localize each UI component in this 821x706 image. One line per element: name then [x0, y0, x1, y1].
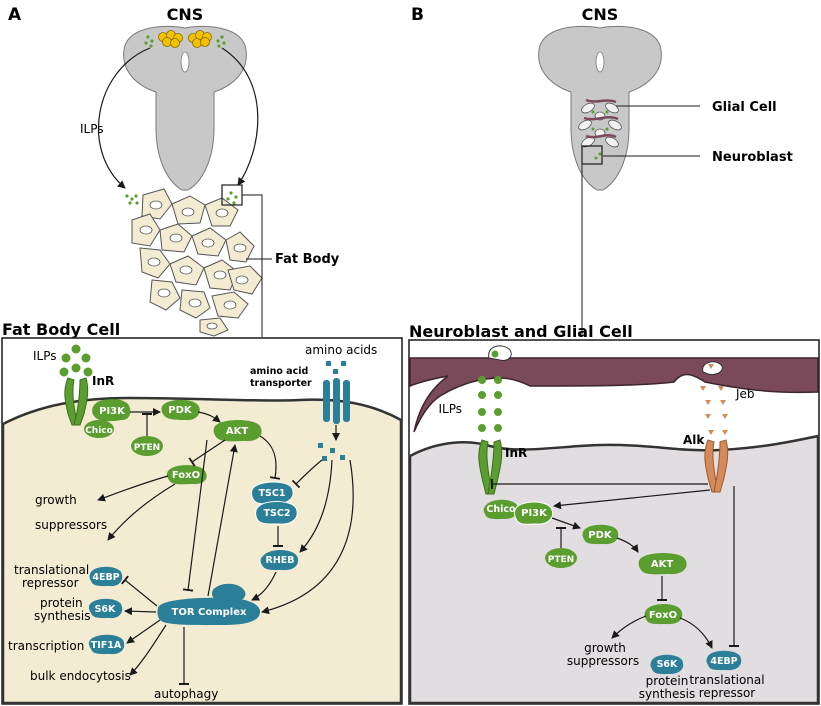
- tsc2-label: TSC2: [264, 508, 291, 519]
- zoom-box-neuroblast: [581, 145, 603, 165]
- akt-node-b: [638, 553, 687, 575]
- akt-label-b: AKT: [651, 559, 673, 570]
- neuroblast-glial-cell-title: Neuroblast and Glial Cell: [409, 322, 633, 341]
- growth-suppressors-b-2: suppressors: [567, 654, 639, 668]
- pten-label-b: PTEN: [548, 555, 574, 565]
- rheb-node: [260, 550, 299, 571]
- s6k-node: [88, 598, 123, 619]
- tsc2-node: [255, 501, 298, 525]
- akt-node: [213, 420, 262, 442]
- translational-repressor-b-2: repressor: [699, 686, 756, 700]
- transcription-label: transcription: [8, 639, 84, 653]
- tor-complex: [157, 583, 260, 626]
- panel-a-letter: A: [8, 5, 22, 25]
- 4ebp-label-b: 4EBP: [710, 656, 737, 667]
- protein-synthesis-b-1: protein: [646, 674, 689, 688]
- fat-body-tissue: [131, 188, 263, 337]
- protein-synthesis-1: protein: [40, 596, 83, 610]
- chico-label: Chico: [85, 426, 113, 436]
- ilps-ligand-b: [478, 350, 502, 432]
- pi3k-label-b: PI3K: [521, 508, 548, 519]
- chico-node-b: [483, 499, 519, 520]
- panel-b-letter: B: [411, 5, 424, 25]
- glial-cell-process: [409, 357, 819, 433]
- chico-label-b: Chico: [486, 504, 516, 515]
- amino-acid-particles-inside: [318, 443, 345, 461]
- foxo-label-b: FoxO: [649, 610, 677, 621]
- growth-suppressors-b-1: growth: [584, 641, 626, 655]
- pdk-label: PDK: [168, 405, 193, 416]
- amino-acids-label: amino acids: [305, 343, 377, 357]
- akt-label: AKT: [226, 426, 248, 437]
- foxo-node: [166, 465, 207, 485]
- s6k-node-b: [650, 654, 684, 675]
- pten-node: [131, 436, 163, 456]
- 4ebp-label: 4EBP: [92, 572, 119, 583]
- translational-repressor-b-1: translational: [689, 673, 764, 687]
- amino-acid-transporter: [323, 378, 350, 424]
- transporter-label-2: transporter: [250, 378, 312, 389]
- alk-label: Alk: [683, 433, 705, 447]
- pten-label: PTEN: [134, 443, 160, 453]
- foxo-label: FoxO: [172, 470, 200, 481]
- glial-processes: [583, 98, 619, 139]
- chico-node: [84, 420, 114, 438]
- foxo-node-b: [644, 604, 683, 625]
- pdk-node: [161, 399, 200, 421]
- translational-repressor-2: repressor: [22, 576, 79, 590]
- jeb-label: Jeb: [735, 387, 755, 401]
- pi3k-node-b: [514, 501, 554, 525]
- protein-synthesis-2: synthesis: [34, 609, 91, 623]
- growth-suppressors-2: suppressors: [35, 518, 107, 532]
- 4ebp-node: [89, 566, 123, 587]
- tif1a-label: TIF1A: [91, 640, 122, 651]
- pi3k-label: PI3K: [99, 406, 126, 417]
- fat-body-cell-cytoplasm: [1, 396, 403, 705]
- ilps-arrow-label: ILPs: [80, 122, 104, 136]
- insulin-producing-neurons: [158, 30, 212, 48]
- panel-a-cns-brain: [123, 25, 247, 191]
- panel-a-cns-label: CNS: [167, 5, 204, 24]
- 4ebp-node-b: [706, 650, 742, 671]
- tsc1-label: TSC1: [259, 488, 286, 499]
- growth-suppressors-1: growth: [35, 493, 77, 507]
- glial-cell-label: Glial Cell: [712, 100, 777, 115]
- ilps-label-b: ILPs: [438, 402, 462, 416]
- zoom-connector-a: [242, 194, 263, 337]
- rheb-label: RHEB: [266, 555, 295, 566]
- ilps-dots-fat-body: [125, 191, 238, 205]
- ilps-arrow-right: [221, 47, 259, 186]
- neuroblast-label: Neuroblast: [712, 150, 793, 165]
- fat-body-label: Fat Body: [275, 252, 340, 267]
- ilps-arrow-left: [97, 47, 151, 189]
- alk-receptor: [704, 439, 729, 493]
- inr-label: InR: [92, 374, 114, 388]
- pten-node-b: [545, 548, 577, 568]
- jeb-ligand: [700, 364, 728, 435]
- tor-complex-label: TOR Complex: [172, 607, 248, 618]
- pdk-label-b: PDK: [588, 530, 613, 541]
- s6k-label-b: S6K: [657, 659, 678, 670]
- transporter-label-1: amino acid: [250, 366, 308, 377]
- pdk-node-b: [582, 524, 619, 545]
- inr-label-b: InR: [505, 446, 527, 460]
- inr-receptor: [64, 377, 89, 426]
- panel-b-cns-label: CNS: [582, 5, 619, 24]
- autophagy-label: autophagy: [154, 687, 218, 701]
- ilps-ligand: [59, 344, 93, 377]
- tif1a-node: [88, 634, 125, 655]
- protein-synthesis-b-2: synthesis: [639, 687, 696, 701]
- fat-body-cell-title: Fat Body Cell: [2, 320, 120, 339]
- amino-acid-particles-outside: [326, 361, 346, 374]
- ilps-label: ILPs: [33, 349, 57, 363]
- translational-repressor-1: translational: [14, 563, 89, 577]
- panel-b-cns-brain: [538, 25, 662, 191]
- bulk-endocytosis-label: bulk endocytosis: [30, 669, 131, 683]
- s6k-label: S6K: [95, 604, 116, 615]
- pi3k-node: [92, 399, 131, 422]
